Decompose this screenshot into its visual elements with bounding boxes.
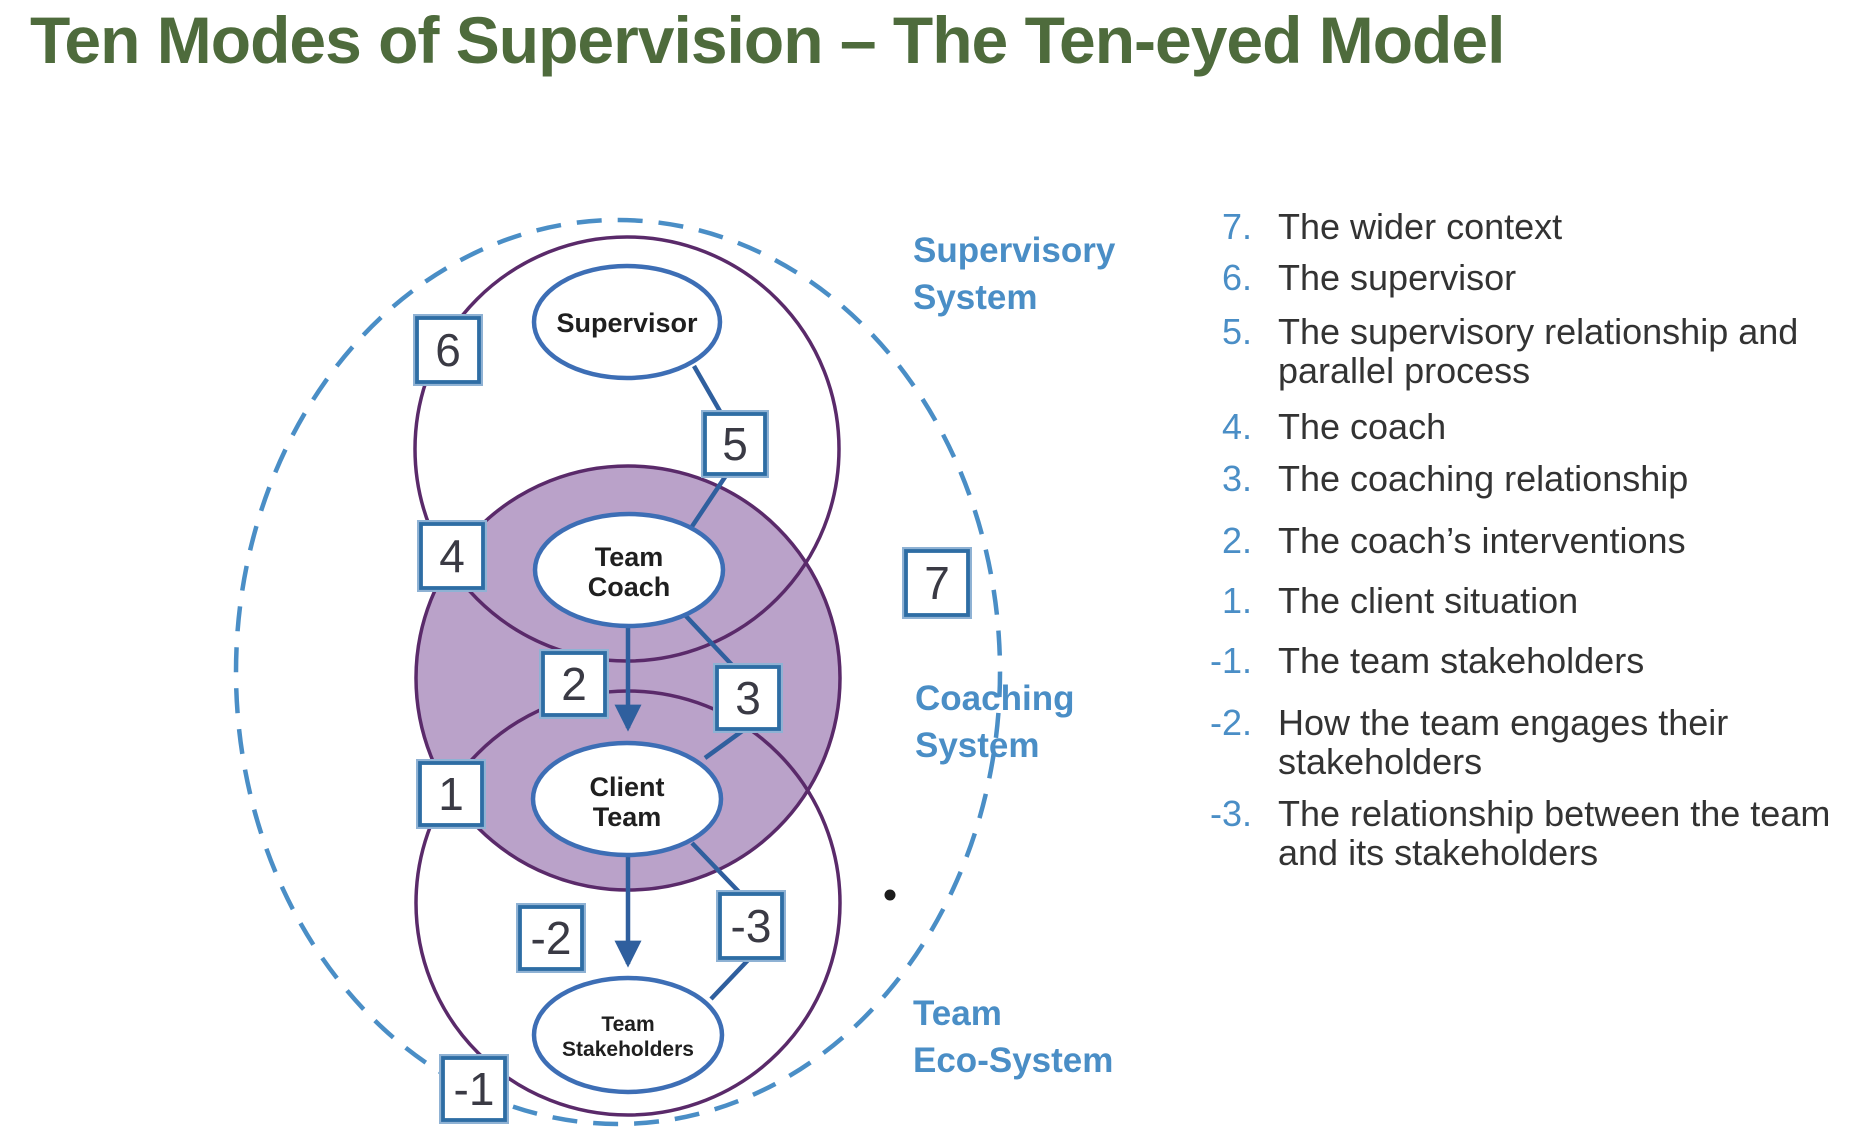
list-item-6: 6. The supervisor: [1190, 258, 1855, 297]
mode-box-5-number: 5: [722, 418, 748, 470]
team-stakeholders-label-line1: Team: [601, 1013, 654, 1036]
list-item-minus3: -3. The relationship between the team an…: [1190, 794, 1855, 872]
team-coach-label-line1: Team: [595, 542, 664, 572]
mode-box-3: 3: [713, 663, 783, 733]
team-eco-system-label-line1: Team: [913, 994, 1002, 1033]
list-item-2: 2. The coach’s interventions: [1190, 521, 1855, 560]
mode-box-minus2-number: -2: [531, 912, 572, 964]
list-item-4-number: 4.: [1221, 406, 1252, 447]
client-team-oval: [530, 740, 724, 858]
team-stakeholders-oval: [531, 975, 725, 1095]
team-eco-system-label: Team Eco-System: [913, 990, 1113, 1084]
page-title: Ten Modes of Supervision – The Ten-eyed …: [30, 3, 1505, 77]
list-item-1-text: The client situation: [1278, 580, 1579, 621]
team-stakeholders-label-line2: Stakeholders: [562, 1038, 694, 1061]
line-client-team-to-minus3: [690, 841, 742, 895]
stray-dot: [884, 889, 896, 901]
client-team-label-line1: Client: [589, 772, 664, 802]
supervisory-system-label-line2: System: [913, 278, 1038, 317]
mode-box-4-number: 4: [439, 530, 465, 582]
mode-box-4: 4: [417, 520, 487, 592]
mode-box-6: 6: [413, 314, 483, 386]
list-item-7-number: 7.: [1221, 206, 1252, 247]
mode-box-7: 7: [902, 547, 972, 619]
list-item-2-text: The coach’s interventions: [1278, 520, 1686, 561]
list-item-minus1: -1. The team stakeholders: [1190, 641, 1855, 680]
team-stakeholders-node: Team Stakeholders: [531, 975, 725, 1095]
list-item-minus3-number: -3.: [1209, 793, 1252, 834]
coaching-system-label-line2: System: [915, 726, 1040, 765]
mode-box-minus3: -3: [716, 890, 786, 962]
team-eco-system-dashed-ellipse: [233, 217, 1003, 1127]
list-item-5-number: 5.: [1221, 311, 1252, 352]
mode-box-2: 2: [539, 649, 609, 719]
mode-box-minus1: -1: [439, 1054, 509, 1124]
mode-box-minus2: -2: [516, 903, 586, 973]
list-item-1-number: 1.: [1221, 580, 1252, 621]
team-coach-label-line2: Coach: [588, 572, 671, 602]
line-team-coach-to-3: [682, 612, 735, 668]
mode-box-3-number: 3: [735, 672, 761, 724]
coaching-system-label-line1: Coaching: [915, 679, 1075, 718]
list-item-minus1-number: -1.: [1209, 640, 1252, 681]
list-item-7: 7. The wider context: [1190, 207, 1855, 246]
supervisory-system-label-line1: Supervisory: [913, 231, 1116, 270]
list-item-7-text: The wider context: [1278, 206, 1563, 247]
list-item-minus2: -2. How the team engages their stakehold…: [1190, 703, 1855, 781]
mode-box-5: 5: [701, 410, 769, 478]
list-item-6-number: 6.: [1221, 257, 1252, 298]
team-eco-system-label-line2: Eco-System: [913, 1041, 1114, 1080]
line-5-to-team-coach: [687, 472, 729, 533]
list-item-4-text: The coach: [1278, 406, 1447, 447]
supervisory-system-label: Supervisory System: [913, 227, 1115, 321]
supervisor-oval: [531, 263, 723, 381]
line-minus3-to-stakeholders: [709, 956, 752, 1001]
list-item-5-text: The supervisory relationship and paralle…: [1278, 311, 1799, 391]
mode-box-minus1-number: -1: [454, 1063, 495, 1115]
team-coach-oval: [532, 511, 726, 629]
client-team-node: Client Team: [530, 740, 724, 858]
mode-box-6-number: 6: [435, 324, 461, 376]
list-item-2-number: 2.: [1221, 520, 1252, 561]
supervisor-label: Supervisor: [556, 308, 698, 338]
mode-box-2-number: 2: [561, 658, 587, 710]
coaching-system-label: Coaching System: [915, 675, 1074, 769]
list-item-minus2-text: How the team engages their stakeholders: [1278, 702, 1729, 782]
list-item-6-text: The supervisor: [1278, 257, 1517, 298]
list-item-4: 4. The coach: [1190, 407, 1855, 446]
list-item-1: 1. The client situation: [1190, 581, 1855, 620]
list-item-3-number: 3.: [1221, 458, 1252, 499]
list-item-minus1-text: The team stakeholders: [1278, 640, 1645, 681]
team-coach-node: Team Coach: [532, 511, 726, 629]
line-supervisor-to-5: [692, 364, 723, 415]
list-item-3: 3. The coaching relationship: [1190, 459, 1855, 498]
list-item-3-text: The coaching relationship: [1278, 458, 1689, 499]
mode-box-minus3-number: -3: [731, 900, 772, 952]
mode-box-1: 1: [416, 759, 486, 829]
mode-box-1-number: 1: [438, 768, 464, 820]
list-item-minus3-text: The relationship between the team and it…: [1278, 793, 1831, 873]
client-team-label-line2: Team: [593, 802, 662, 832]
supervisor-node: Supervisor: [531, 263, 723, 381]
mode-box-7-number: 7: [924, 557, 950, 609]
list-item-5: 5. The supervisory relationship and para…: [1190, 312, 1855, 390]
line-3-to-client-team: [703, 727, 747, 760]
list-item-minus2-number: -2.: [1209, 702, 1252, 743]
